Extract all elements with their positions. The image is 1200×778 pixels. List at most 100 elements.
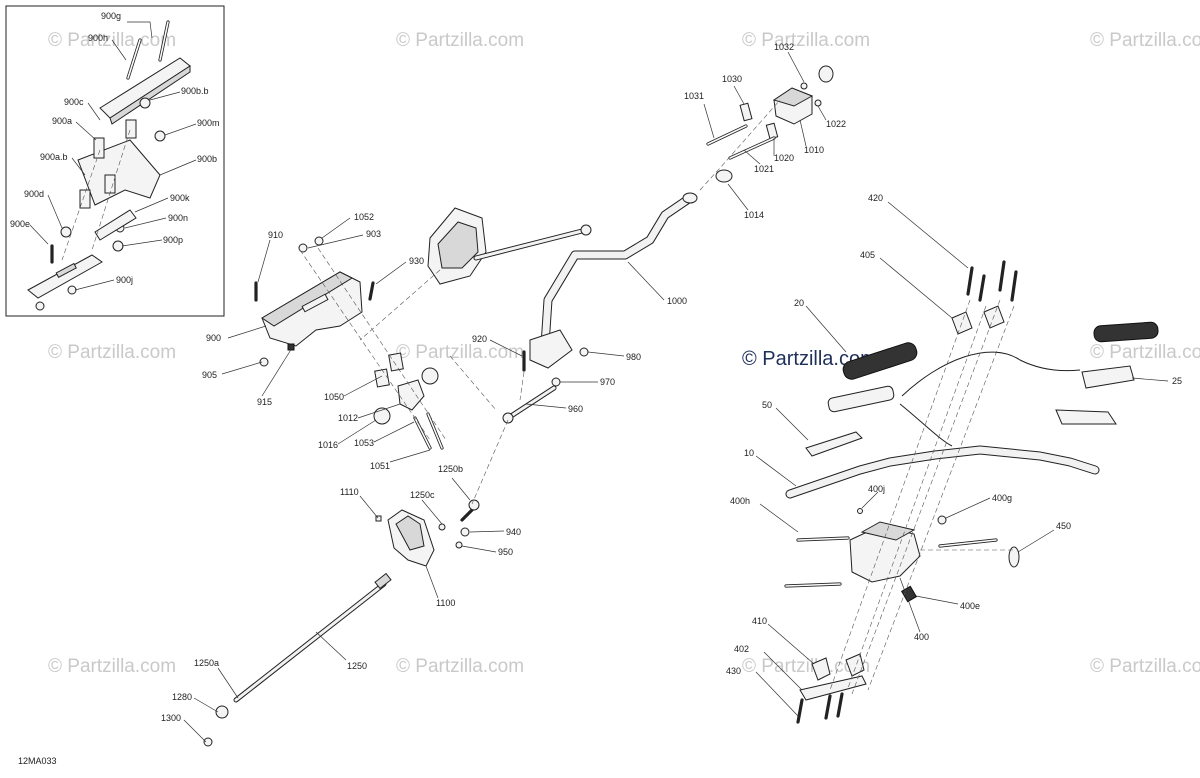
spacer-1050 — [388, 352, 404, 372]
part-label: 900k — [170, 193, 190, 203]
nut-980 — [579, 347, 589, 357]
part-label: 970 — [600, 377, 615, 387]
leader-line — [183, 719, 207, 743]
bolt-1021 — [729, 137, 775, 159]
link-960 — [506, 386, 556, 420]
leader-line — [159, 159, 197, 176]
assembly-line — [851, 299, 1001, 695]
part-label: 1250a — [194, 658, 219, 668]
bolt-1110 — [375, 515, 382, 522]
link-end — [502, 412, 514, 424]
plate-402 — [799, 675, 867, 701]
top-clamp-assembly — [706, 65, 834, 183]
bolt-400h — [797, 537, 849, 541]
leader-line — [227, 325, 267, 339]
leader-line — [359, 495, 379, 519]
column-top-end — [682, 192, 698, 204]
watermark: © Partzilla.com — [396, 656, 524, 677]
leader-line — [525, 403, 567, 409]
leader-line — [71, 157, 86, 176]
bolt-430b — [824, 694, 832, 720]
nut-400g — [937, 515, 947, 525]
assembly-line — [471, 419, 509, 505]
leader-line — [87, 102, 101, 121]
grip-20 — [842, 342, 918, 380]
leader-line — [337, 419, 377, 445]
clamp-410 — [811, 657, 831, 681]
clamp-410b — [845, 653, 865, 677]
part-label: 400e — [960, 601, 980, 611]
part-label: 930 — [409, 256, 424, 266]
part-label: 915 — [257, 397, 272, 407]
part-label: 900e — [10, 219, 30, 229]
steering-housing — [427, 207, 592, 285]
leader-line — [887, 201, 969, 269]
part-label: 400j — [868, 484, 885, 494]
leader-line — [149, 91, 181, 101]
lower-column-assembly — [203, 499, 480, 747]
leader-line — [47, 194, 63, 229]
leader-line — [29, 224, 49, 245]
leader-line — [755, 455, 797, 487]
watermark: © Partzilla.com — [396, 30, 524, 51]
inset-nut — [35, 301, 45, 311]
part-label: 903 — [366, 229, 381, 239]
part-label: 1010 — [804, 145, 824, 155]
part-label: 1250b — [438, 464, 463, 474]
part-label: 900 — [206, 333, 221, 343]
part-label: 410 — [752, 616, 767, 626]
inset-nut — [60, 226, 72, 238]
bolt-420b — [978, 274, 986, 302]
part-label: 980 — [626, 352, 641, 362]
leader-line — [134, 197, 169, 213]
nut-950 — [455, 541, 463, 549]
housing-1100-face — [395, 515, 425, 551]
end-1250b — [468, 499, 480, 511]
part-label: 940 — [506, 527, 521, 537]
leader-line — [375, 261, 407, 285]
part-label: 450 — [1056, 521, 1071, 531]
bushing-1014 — [715, 169, 733, 183]
part-label: 1031 — [684, 91, 704, 101]
leader-line — [461, 545, 497, 553]
part-label: 900h — [88, 33, 108, 43]
assembly-line — [359, 269, 441, 341]
grip-sleeve-25b — [1055, 409, 1117, 425]
handlebar-assembly — [784, 260, 1159, 724]
part-label: 900a — [52, 116, 72, 126]
leader-line — [425, 565, 439, 599]
part-label: 960 — [568, 404, 583, 414]
part-label: 1000 — [667, 296, 687, 306]
part-label: 1100 — [436, 598, 455, 608]
nut-1300 — [203, 737, 213, 747]
diagram-code: 12MA033 — [18, 756, 57, 766]
leader-line — [587, 351, 625, 357]
tie-rod — [474, 228, 588, 260]
part-label: 900d — [24, 189, 44, 199]
bolt-430c — [836, 692, 844, 718]
leader-line — [315, 631, 347, 661]
spacer-1050b — [374, 368, 390, 388]
part-label: 900p — [163, 235, 183, 245]
inset-spacer — [93, 137, 105, 159]
shaft-collar — [374, 572, 392, 590]
assembly-lines — [61, 99, 1015, 695]
shaft-1250 — [234, 582, 386, 702]
bracket-slot — [301, 293, 329, 313]
upper-bracket-assembly — [254, 236, 444, 450]
leader-line — [217, 667, 239, 699]
watermark: © Partzilla.com — [48, 656, 176, 677]
leader-line — [75, 121, 97, 141]
housing-930-face — [437, 221, 479, 269]
leader-line — [357, 403, 401, 419]
inset-slot — [55, 262, 77, 279]
leader-line — [1131, 377, 1169, 382]
leader-line — [879, 257, 953, 319]
assembly-line — [61, 149, 101, 261]
leader-line — [421, 499, 443, 525]
leader-line — [321, 217, 351, 239]
throttle-cable — [901, 351, 1081, 397]
part-label: 20 — [794, 298, 804, 308]
nut-1022 — [814, 99, 822, 107]
leader-line — [111, 39, 127, 61]
